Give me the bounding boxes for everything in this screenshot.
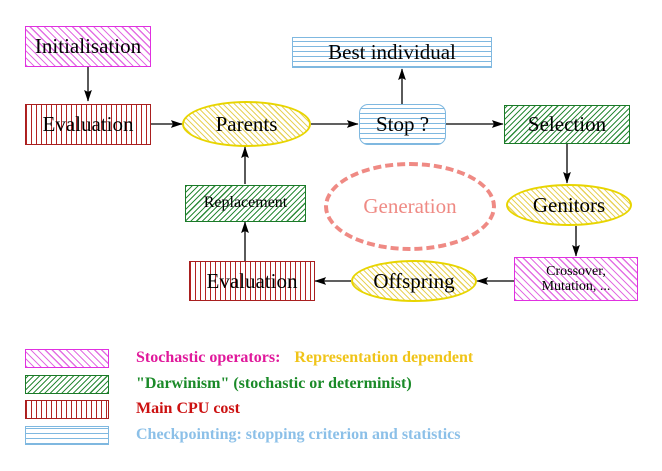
node-evaluation-bottom[interactable]: Evaluation (189, 261, 315, 301)
node-evaluation-top[interactable]: Evaluation (25, 104, 151, 145)
node-genitors[interactable]: Genitors (506, 184, 632, 226)
node-best-individual[interactable]: Best individual (292, 37, 492, 68)
legend-label-stochastic-secondary: Representation dependent (294, 349, 474, 366)
legend-label-checkpointing: Checkpointing: stopping criterion and st… (136, 426, 461, 443)
legend-row-darwinism: "Darwinism" (stochastic or determinist) (25, 372, 412, 396)
node-parents-label: Parents (215, 111, 278, 136)
legend-label-stochastic: Stochastic operators: Representation depe… (136, 349, 473, 367)
node-selection[interactable]: Selection (504, 105, 630, 144)
node-stop-label: Stop ? (375, 112, 430, 137)
node-replacement[interactable]: Replacement (185, 185, 306, 222)
node-best-individual-label: Best individual (328, 40, 456, 65)
node-evaluation-bottom-label: Evaluation (206, 268, 298, 293)
node-evaluation-top-label: Evaluation (42, 112, 134, 137)
legend-label-darwinism: "Darwinism" (stochastic or determinist) (136, 375, 412, 392)
node-replacement-label: Replacement (203, 194, 288, 212)
node-genitors-label: Genitors (532, 192, 606, 217)
legend-label-cpu-cost: Main CPU cost (136, 400, 240, 417)
legend-swatch-green-hatch (25, 374, 109, 394)
node-crossover-mutation[interactable]: Crossover, Mutation, ... (514, 257, 638, 301)
legend-row-checkpointing: Checkpointing: stopping criterion and st… (25, 423, 460, 447)
node-initialisation-label: Initialisation (34, 34, 142, 59)
node-crossover-line1: Crossover, (546, 264, 606, 280)
node-selection-label: Selection (527, 112, 607, 137)
node-generation: Generation (324, 162, 496, 251)
node-initialisation[interactable]: Initialisation (25, 26, 151, 67)
node-parents[interactable]: Parents (182, 101, 311, 147)
legend-row-cpu-cost: Main CPU cost (25, 397, 240, 421)
node-offspring-label: Offspring (373, 268, 455, 293)
legend-swatch-magenta-hatch (25, 348, 109, 368)
legend-swatch-blue-hatch (25, 425, 109, 445)
legend-swatch-red-hatch (25, 399, 109, 419)
legend: Stochastic operators: Representation depe… (0, 336, 662, 456)
legend-row-stochastic: Stochastic operators: Representation depe… (25, 346, 473, 370)
node-crossover-line2: Mutation, ... (541, 279, 611, 294)
node-stop[interactable]: Stop ? (359, 104, 446, 145)
node-generation-label: Generation (363, 194, 457, 218)
legend-label-stochastic-main: Stochastic operators: (136, 349, 281, 366)
node-offspring[interactable]: Offspring (351, 260, 477, 302)
